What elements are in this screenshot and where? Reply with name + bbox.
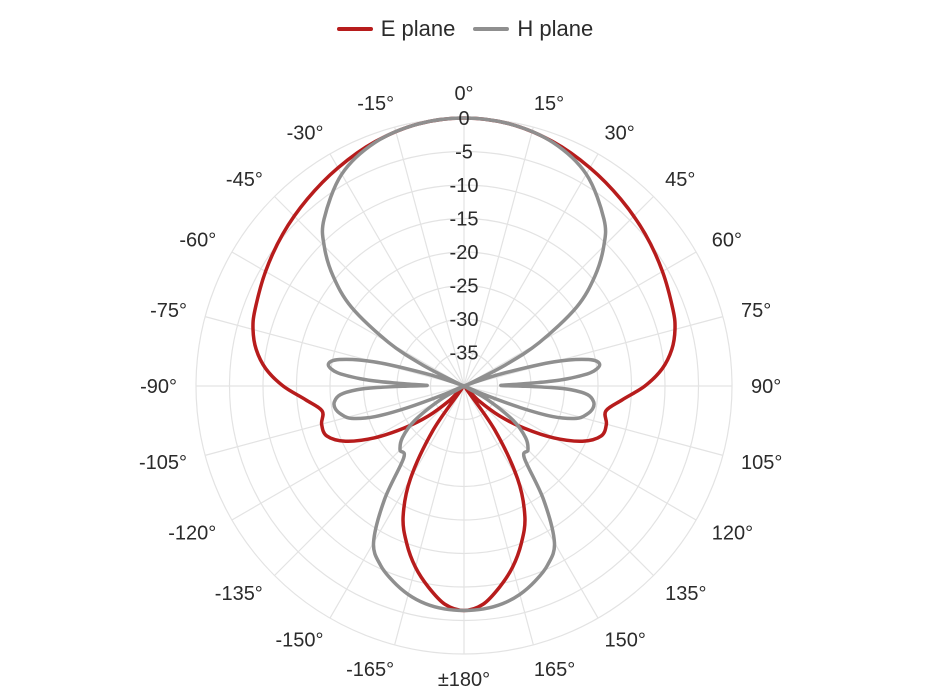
grid-spoke xyxy=(463,251,697,387)
angle-tick-label: -150° xyxy=(275,630,323,652)
polar-grid xyxy=(195,117,733,655)
grid-spoke xyxy=(204,316,465,387)
grid-spoke xyxy=(463,385,534,646)
grid-spoke xyxy=(463,316,724,387)
grid-spoke xyxy=(463,385,599,619)
angle-tick-label: 90° xyxy=(751,376,781,398)
grid-spoke xyxy=(463,385,724,456)
grid-spoke xyxy=(274,196,465,387)
angle-tick-label: -60° xyxy=(179,230,216,252)
radial-tick-label: 0 xyxy=(458,108,469,130)
angle-labels: 0° 15° 30° 45° 60° 75° 90° 105° 120° 135° 150° 165°… xyxy=(139,83,782,691)
grid-spoke xyxy=(394,126,465,387)
angle-tick-label: -75° xyxy=(150,300,187,322)
radial-tick-label: -25 xyxy=(450,276,479,298)
legend-label-h-plane: H plane xyxy=(517,16,594,41)
angle-tick-label: 135° xyxy=(665,583,706,605)
grid-spoke xyxy=(329,153,465,387)
radial-tick-label: -15 xyxy=(450,209,479,231)
angle-tick-label: -135° xyxy=(215,583,263,605)
angle-tick-label: 45° xyxy=(665,169,695,191)
legend-item-h-plane[interactable]: H plane xyxy=(473,16,593,42)
series-group xyxy=(251,116,677,613)
radial-tick-label: -35 xyxy=(450,343,479,365)
grid-spoke xyxy=(463,385,697,521)
angle-tick-label: -15° xyxy=(357,93,394,115)
legend-item-e-plane[interactable]: E plane xyxy=(336,16,456,42)
angle-tick-label: 15° xyxy=(534,93,564,115)
radial-tick-label: -10 xyxy=(450,175,479,197)
angle-tick-label: -105° xyxy=(139,452,187,474)
legend-label-e-plane: E plane xyxy=(380,16,456,41)
grid-spoke xyxy=(463,126,534,387)
grid-spoke xyxy=(274,385,465,576)
radial-tick-label: -30 xyxy=(450,309,479,331)
legend-swatch-h-plane xyxy=(473,27,510,31)
angle-tick-label: 150° xyxy=(605,630,646,652)
grid-spoke xyxy=(463,196,654,387)
angle-tick-label: 120° xyxy=(712,523,753,545)
angle-tick-label: 165° xyxy=(534,659,575,681)
legend: E plane H plane xyxy=(0,16,930,42)
radial-labels: 0 -5 -10 -15 -20 -25 -30 -35 xyxy=(450,108,479,365)
angle-tick-label: -165° xyxy=(346,659,394,681)
angle-tick-label: 75° xyxy=(741,300,771,322)
angle-tick-label: -45° xyxy=(226,169,263,191)
grid-spoke xyxy=(231,251,465,387)
angle-tick-label: 105° xyxy=(741,452,782,474)
grid-spoke xyxy=(394,385,465,646)
grid-spoke xyxy=(204,385,465,456)
series-line-h-plane xyxy=(320,116,608,613)
angle-tick-label: 0° xyxy=(454,83,473,105)
angle-tick-label: 30° xyxy=(605,122,635,144)
radial-tick-label: -20 xyxy=(450,242,479,264)
angle-tick-label: -120° xyxy=(168,523,216,545)
grid-spoke xyxy=(329,385,465,619)
grid-spoke xyxy=(231,385,465,521)
legend-swatch-e-plane xyxy=(336,27,373,31)
angle-tick-label: -90° xyxy=(140,376,177,398)
grid-spoke xyxy=(463,153,599,387)
angle-tick-label: -30° xyxy=(287,122,324,144)
radial-tick-label: -5 xyxy=(455,142,473,164)
grid-spoke xyxy=(463,385,654,576)
angle-tick-label: ±180° xyxy=(438,669,490,691)
angle-tick-label: 60° xyxy=(712,230,742,252)
